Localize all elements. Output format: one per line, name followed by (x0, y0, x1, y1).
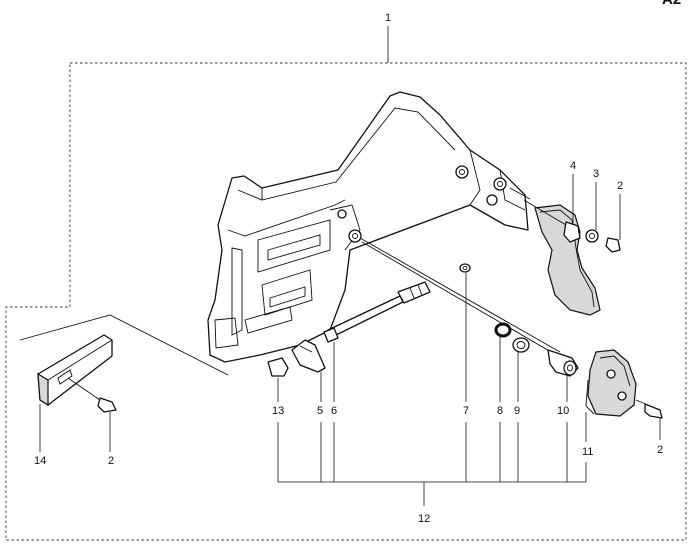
callout-12: 12 (418, 513, 430, 525)
adjuster-shaft-part (323, 281, 431, 343)
callout-14: 14 (34, 455, 46, 467)
callout-2-right: 2 (657, 444, 663, 456)
callout-13: 13 (272, 405, 284, 417)
callout-2-left: 2 (108, 455, 114, 467)
callout-9: 9 (514, 405, 520, 417)
callout-10: 10 (557, 405, 569, 417)
callout-3: 3 (593, 168, 599, 180)
small-cover-part-14 (19, 314, 229, 413)
corner-code: A2 (662, 0, 681, 8)
callout-5: 5 (317, 405, 323, 417)
callout-1: 1 (385, 12, 391, 24)
clutch-cover-part (207, 91, 529, 363)
side-cover-part-11 (585, 349, 637, 417)
sleeve-part-10 (547, 349, 579, 377)
callout-6: 6 (331, 405, 337, 417)
screw-right (635, 399, 663, 419)
callout-11: 11 (582, 446, 593, 458)
cap-part-13 (267, 357, 289, 377)
guide-shaft-part (359, 237, 561, 357)
callout-4: 4 (570, 160, 576, 172)
assembly-boundary (5, 62, 687, 541)
callout-7: 7 (463, 405, 469, 417)
pin-part-5 (291, 339, 326, 373)
callout-2-top: 2 (617, 180, 623, 192)
o-ring-part-8 (494, 322, 512, 338)
group-bracket-12 (277, 422, 587, 483)
washer-part-9 (512, 337, 530, 353)
washer-part-7 (459, 263, 471, 273)
bracket-plate-part (509, 187, 621, 316)
callout-8: 8 (497, 405, 503, 417)
